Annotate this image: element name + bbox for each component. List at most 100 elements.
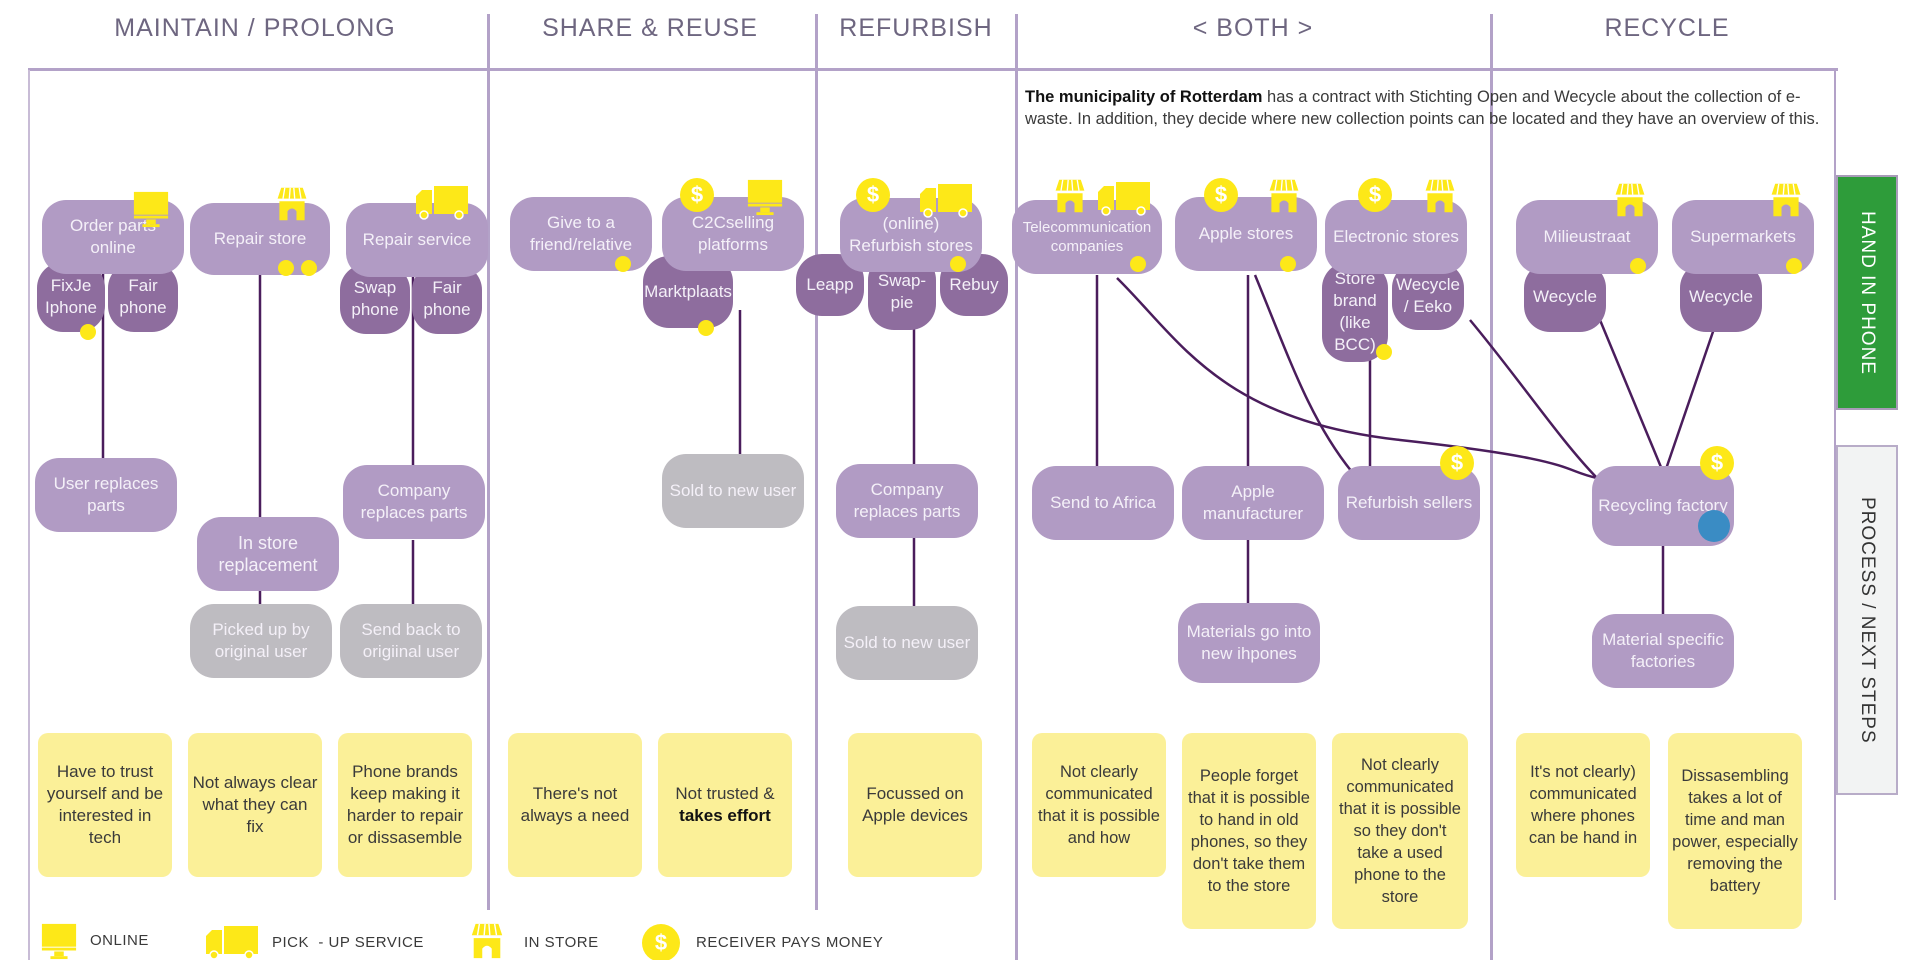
node-label: Sold to new user [843, 633, 971, 652]
note-text: Not clearly communicated that it is poss… [1339, 756, 1461, 906]
node-company-replaces-parts-2: Company replaces parts [836, 464, 978, 538]
node-label: Company replaces parts [360, 481, 468, 522]
column-divider [1490, 14, 1493, 960]
node-fixje-iphone: FixJe Iphone [37, 262, 105, 332]
note-text: Have to trust yourself and be interested… [46, 762, 164, 847]
node-label: Supermarkets [1690, 227, 1796, 246]
node-label: Wecycle [1689, 287, 1753, 306]
note-text-part: Not trusted & [675, 784, 775, 803]
node-label: Company replaces parts [853, 480, 961, 521]
intro-text: has a contract with Stichting Open and W… [1025, 88, 1820, 128]
status-dot [615, 256, 631, 272]
monitor-icon [746, 178, 784, 216]
node-label: (online) Refurbish stores [849, 214, 973, 255]
note-text: Not always clear what they can fix [192, 773, 318, 836]
legend-label-online: ONLINE [90, 932, 149, 949]
node-label: C2Cselling platforms [691, 213, 775, 254]
storefront-icon [1612, 182, 1648, 218]
dollar-coin-icon: $ [856, 178, 890, 212]
dollar-coin-icon: $ [1358, 178, 1392, 212]
legend-label-in-store: IN STORE [524, 934, 599, 951]
truck-icon [414, 184, 470, 220]
status-dot [1786, 258, 1802, 274]
node-label: Refurbish sellers [1345, 493, 1473, 512]
node-label: Material specific factories [1602, 630, 1724, 671]
storefront-icon [1768, 182, 1804, 218]
connector [1469, 319, 1598, 479]
node-material-specific-factories: Material specific factories [1592, 614, 1734, 688]
node-label: Marktplaats [644, 282, 732, 301]
intro-bold: The municipality of Rotterdam [1025, 88, 1263, 106]
node-label: Apple stores [1198, 224, 1294, 243]
note-card: Not clearly communicated that it is poss… [1032, 733, 1166, 877]
tab-hand-in-phone[interactable]: HAND IN PHONE [1836, 175, 1898, 410]
node-wecycle-eeko: Wecycle / Eeko [1392, 262, 1464, 330]
node-label: In store replacement [218, 533, 318, 575]
column-header-recycle: RECYCLE [1604, 14, 1730, 42]
note-text-bold: takes effort [679, 806, 771, 825]
note-text: Focussed on Apple devices [862, 784, 968, 825]
status-dot [1376, 344, 1392, 360]
column-header-maintain: MAINTAIN / PROLONG [114, 14, 396, 42]
status-dot [278, 260, 294, 276]
storefront-icon [274, 186, 310, 222]
node-label: Send back to origiinal user [361, 620, 461, 661]
storefront-icon [1266, 178, 1302, 214]
column-divider [1834, 70, 1836, 900]
node-label: Rebuy [949, 275, 999, 294]
node-send-to-africa: Send to Africa [1032, 466, 1174, 540]
municipality-note: The municipality of Rotterdam has a cont… [1025, 86, 1825, 130]
dollar-coin-icon: $ [1440, 446, 1474, 480]
note-text: Not trusted & takes effort [675, 783, 774, 827]
monitor-icon [132, 190, 170, 228]
node-label: Apple manufacturer [1202, 482, 1304, 523]
status-dot [301, 260, 317, 276]
storefront-icon [1052, 178, 1088, 214]
node-label: Swap phone [351, 278, 399, 319]
node-repair-store: Repair store [190, 203, 330, 275]
node-label: Give to a friend/relative [529, 213, 633, 254]
node-send-back-to-original-user: Send back to origiinal user [340, 604, 482, 678]
note-text: People forget that it is possible to han… [1188, 767, 1310, 895]
tab-process-next-steps[interactable]: PROCESS / NEXT STEPS [1836, 445, 1898, 795]
node-label: Repair store [213, 229, 307, 248]
node-label: FixJe Iphone [45, 276, 97, 317]
node-label: Sold to new user [669, 481, 797, 500]
note-card: Not trusted & takes effort [658, 733, 792, 877]
connector [1663, 319, 1719, 473]
column-divider [487, 14, 490, 910]
node-c2c-selling-platforms: C2Cselling platforms [662, 197, 804, 271]
node-picked-up-by-original-user: Picked up by original user [190, 604, 332, 678]
column-header-both: < BOTH > [1192, 14, 1314, 42]
node-label: Wecycle [1533, 287, 1597, 306]
note-card: Have to trust yourself and be interested… [38, 733, 172, 877]
truck-icon [918, 182, 974, 218]
status-dot [1130, 256, 1146, 272]
node-label: Leapp [806, 275, 854, 294]
blue-marker-dot [1698, 510, 1730, 542]
legend-label-pickup: PICK - UP SERVICE [272, 934, 424, 951]
status-dot [698, 320, 714, 336]
note-card: Phone brands keep making it harder to re… [338, 733, 472, 877]
node-company-replaces-parts: Company replaces parts [343, 465, 485, 539]
column-divider [28, 70, 30, 960]
note-card: There's not always a need [508, 733, 642, 877]
storefront-icon [468, 922, 506, 960]
dollar-coin-icon: $ [642, 924, 680, 960]
node-label: User replaces parts [53, 474, 159, 515]
node-label: Electronic stores [1333, 227, 1459, 246]
column-divider [1015, 14, 1018, 960]
header-divider [28, 68, 1838, 71]
node-label: Order parts online [70, 216, 156, 257]
node-label: Repair service [362, 230, 472, 249]
note-card: It's not clearly) communicated where pho… [1516, 733, 1650, 877]
node-label: Fair phone [423, 278, 471, 319]
connector [1598, 319, 1665, 473]
note-text: Phone brands keep making it harder to re… [346, 762, 464, 847]
node-label: Store brand (like BCC) [1333, 269, 1377, 354]
node-label: Telecommunication companies [1022, 219, 1152, 255]
node-label: Send to Africa [1050, 493, 1156, 512]
connector [1116, 277, 1598, 480]
note-card: Dissasembling takes a lot of time and ma… [1668, 733, 1802, 929]
